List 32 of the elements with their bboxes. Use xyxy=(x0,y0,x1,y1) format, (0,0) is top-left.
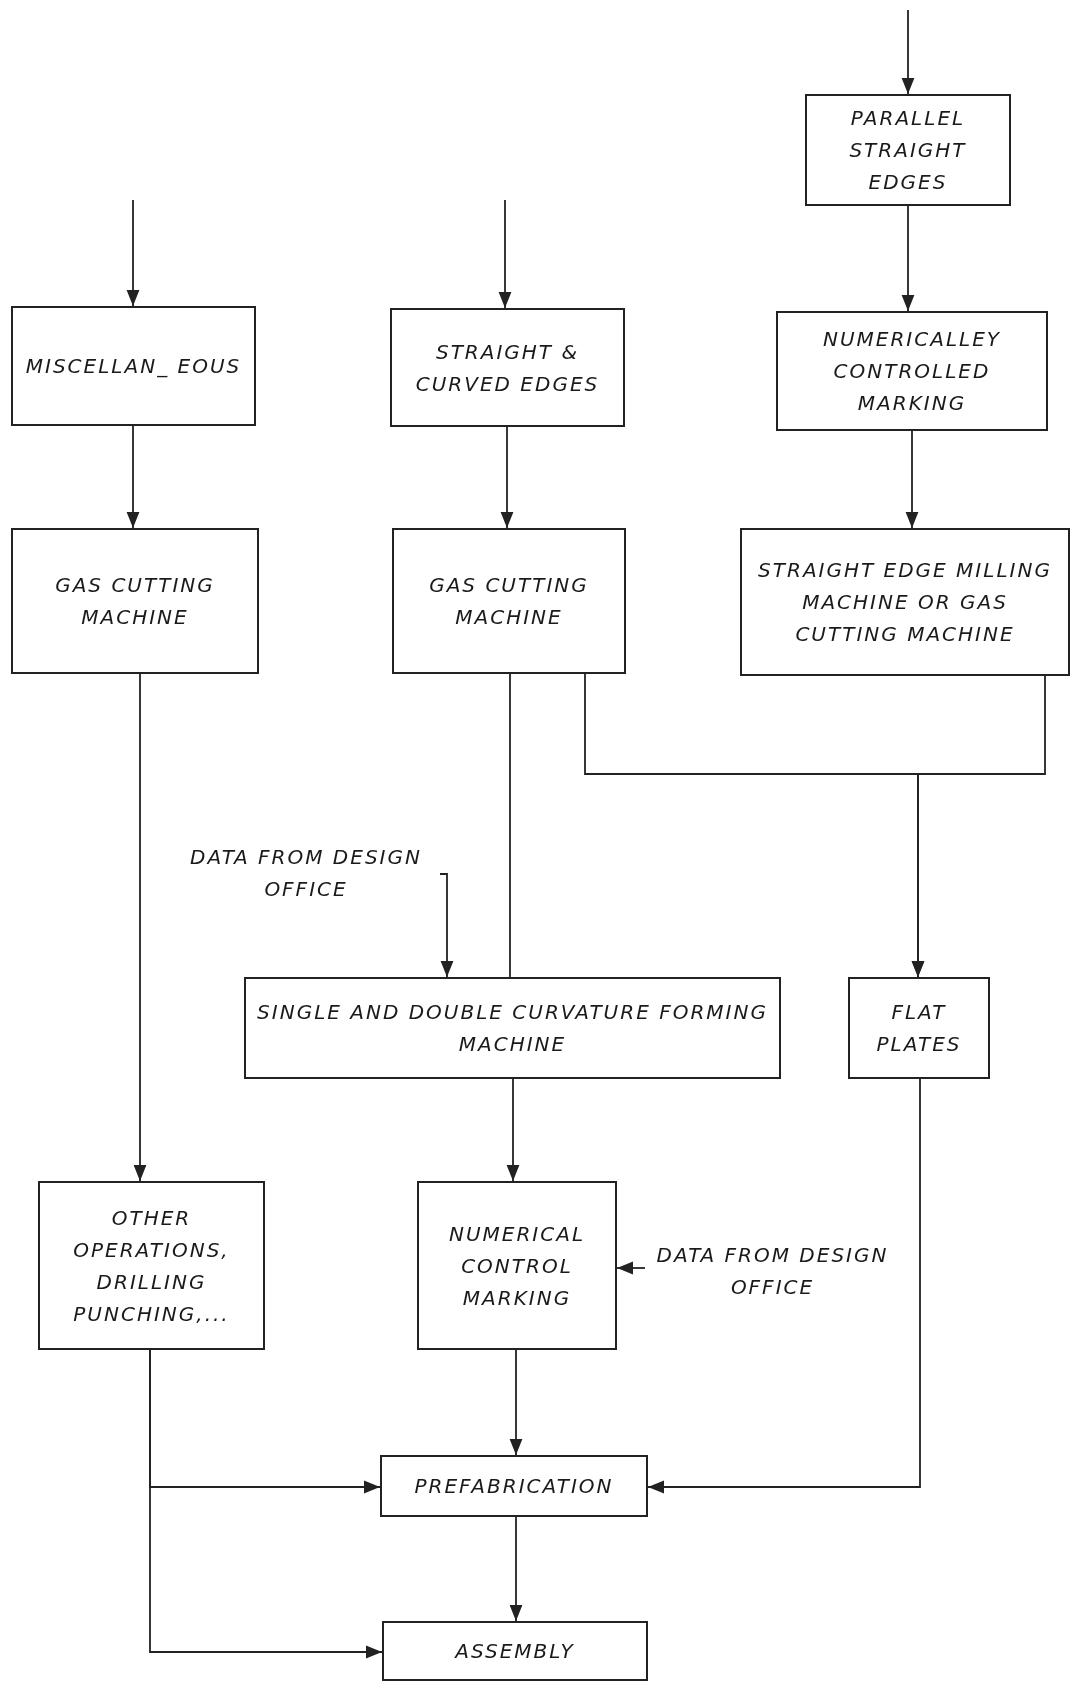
process-box: SINGLE AND DOUBLE CURVATURE FORMING MACHINE xyxy=(244,977,781,1079)
arrow xyxy=(149,1349,383,1659)
process-box: PREFABRICATION xyxy=(380,1455,648,1517)
arrow xyxy=(647,1078,921,1494)
process-box: MISCELLAN_ EOUS xyxy=(11,306,256,426)
arrow xyxy=(509,1349,523,1456)
process-box: ASSEMBLY xyxy=(382,1621,648,1681)
arrow xyxy=(911,675,1046,978)
arrow xyxy=(616,1261,646,1275)
process-box: STRAIGHT & CURVED EDGES xyxy=(390,308,625,427)
arrow xyxy=(133,673,147,1182)
process-box: OTHER OPERATIONS, DRILLING PUNCHING,... xyxy=(38,1181,265,1350)
arrow xyxy=(905,430,919,529)
note-text: DATA FROM DESIGN OFFICE xyxy=(645,1236,900,1306)
arrow xyxy=(126,425,140,529)
process-box: PARALLEL STRAIGHT EDGES xyxy=(805,94,1011,206)
arrow xyxy=(506,1078,520,1182)
process-box: GAS CUTTING MACHINE xyxy=(392,528,626,674)
arrow xyxy=(901,9,915,95)
process-box: NUMERICAL CONTROL MARKING xyxy=(417,1181,617,1350)
arrow xyxy=(901,205,915,312)
connector-line xyxy=(509,673,511,978)
process-box: NUMERICALLEY CONTROLLED MARKING xyxy=(776,311,1048,431)
arrow xyxy=(126,199,140,307)
process-box: FLAT PLATES xyxy=(848,977,990,1079)
arrow xyxy=(509,1516,523,1622)
process-box: STRAIGHT EDGE MILLING MACHINE OR GAS CUTTING MACHINE xyxy=(740,528,1070,676)
arrow xyxy=(498,199,512,309)
arrow xyxy=(439,873,454,978)
arrow xyxy=(500,426,514,529)
note-text: DATA FROM DESIGN OFFICE xyxy=(172,840,440,906)
process-box: GAS CUTTING MACHINE xyxy=(11,528,259,674)
